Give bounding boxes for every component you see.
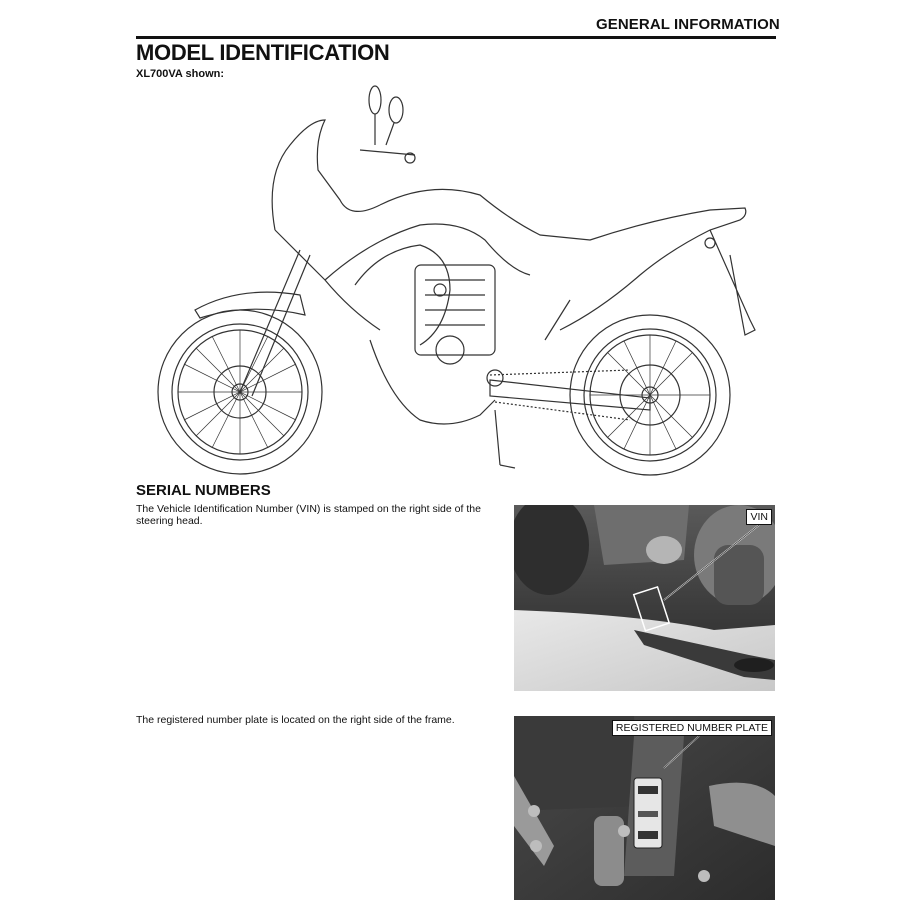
section-header: GENERAL INFORMATION [596,16,780,33]
page-title: MODEL IDENTIFICATION [136,40,390,65]
motorcycle-illustration [150,80,770,480]
illustration-caption: XL700VA shown: [136,68,225,80]
registered-plate-photo: REGISTERED NUMBER PLATE [514,716,775,900]
plate-callout-label: REGISTERED NUMBER PLATE [611,720,772,736]
vin-description: The Vehicle Identification Number (VIN) … [136,503,481,527]
serial-numbers-heading: SERIAL NUMBERS [136,482,271,499]
vin-photo: VIN [514,505,775,691]
vin-callout-label: VIN [746,509,772,525]
plate-description: The registered number plate is located o… [136,714,455,726]
header-rule [136,36,776,39]
